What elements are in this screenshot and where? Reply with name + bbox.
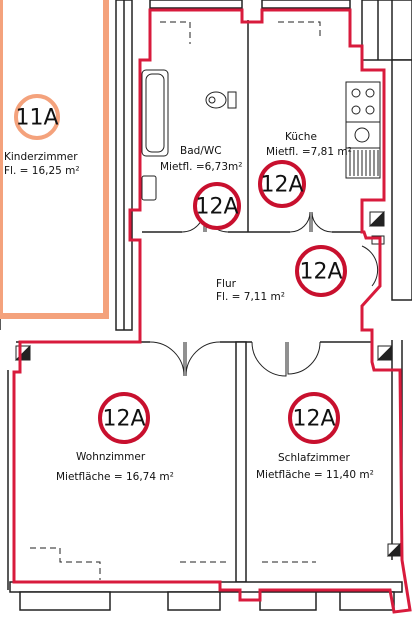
room-name: Schlafzimmer: [278, 452, 350, 464]
badge-label: 12A: [260, 173, 303, 198]
badge-12a-schlafzimmer: 12A: [288, 392, 340, 444]
room-area: Mietfläche = 11,40 m²: [256, 469, 374, 481]
badge-12a-kueche: 12A: [258, 160, 306, 208]
room-area: Fl. = 16,25 m²: [4, 165, 80, 177]
room-name: Küche: [285, 131, 317, 143]
room-area: Mietfl. =7,81 m²: [266, 146, 352, 158]
badge-label: 11A: [15, 106, 58, 131]
sink-icon: [141, 175, 157, 201]
room-name: Kinderzimmer: [4, 151, 78, 163]
badge-11a-kinderzimmer: 11A: [14, 94, 60, 140]
unit-11a-outline: [0, 0, 109, 319]
unit-12a-outline: [12, 8, 412, 614]
bathtub-icon: [141, 69, 169, 157]
room-wohnzimmer: Wohnzimmer Mietfläche = 16,74 m²: [56, 451, 174, 483]
badge-label: 12A: [292, 407, 335, 432]
badge-label: 12A: [102, 407, 145, 432]
room-name: Bad/WC: [180, 145, 222, 157]
badge-label: 12A: [195, 195, 238, 220]
room-name: Flur: [216, 278, 237, 290]
toilet-icon: [205, 91, 237, 109]
kitchen-sink-icon: [345, 121, 381, 149]
room-area: Mietfl. =6,73m²: [160, 161, 242, 173]
room-schlafzimmer: Schlafzimmer Mietfläche = 11,40 m²: [256, 452, 374, 481]
room-bad: Bad/WC Mietfl. =6,73m²: [160, 145, 242, 173]
room-name: Wohnzimmer: [76, 451, 146, 463]
stove-icon: [345, 81, 381, 123]
walls: [0, 0, 412, 611]
room-kueche: Küche Mietfl. =7,81 m²: [266, 131, 352, 158]
room-area: Mietfläche = 16,74 m²: [56, 471, 174, 483]
badge-12a-wohnzimmer: 12A: [98, 392, 150, 444]
room-area: Fl. = 7,11 m²: [216, 291, 285, 303]
dish-rack-icon: [345, 147, 381, 179]
room-kinderzimmer: Kinderzimmer Fl. = 16,25 m²: [4, 151, 80, 177]
badge-12a-bad: 12A: [193, 182, 241, 230]
room-flur: Flur Fl. = 7,11 m²: [216, 278, 285, 303]
badge-12a-flur: 12A: [295, 245, 347, 297]
badge-label: 12A: [299, 260, 342, 285]
